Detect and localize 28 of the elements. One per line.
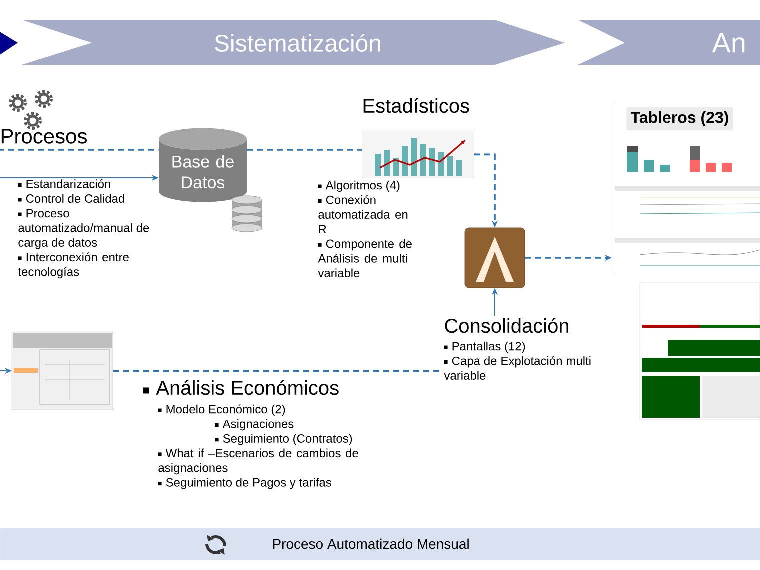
- bullet-item: Componente de Análisis de multi variable: [318, 239, 412, 278]
- bullet-item: Asignaciones: [215, 420, 294, 431]
- connector: [0, 149, 159, 151]
- bullet-item: Capa de Explotación multi variable: [444, 356, 591, 380]
- heading: Consolidación: [445, 318, 568, 334]
- bullet-item: What if –Escenarios de cambios de asignaciones: [158, 448, 358, 475]
- bullet-item: Proceso automatizado/manual de carga de datos: [18, 209, 150, 250]
- heading: Procesos: [2, 129, 87, 144]
- bullet-item: Interconexión entre tecnologías: [18, 252, 129, 279]
- banner: Proceso Automatizado Mensual: [0, 528, 760, 560]
- connector: [247, 149, 362, 151]
- heading: Análisis Económicos: [143, 380, 339, 396]
- bullet-item: Control de Calidad: [18, 194, 124, 204]
- bullet-item: Seguimiento de Pagos y tarifas: [158, 478, 332, 490]
- heading-box: Tableros (23): [626, 108, 734, 130]
- heading: Estadísticos: [364, 98, 470, 114]
- bullet-item: Pantallas (12): [444, 342, 526, 354]
- bullet-item: Algoritmos (4): [318, 180, 400, 192]
- connector: [113, 370, 442, 372]
- bullet-item: Estandarización: [18, 179, 110, 188]
- chevron-banner: Sistematización: [22, 20, 565, 65]
- database-cylinder: Base de Datos: [159, 128, 247, 202]
- tent-icon: [464, 228, 526, 288]
- bullet-item: Conexión automatizada en R: [318, 195, 408, 234]
- software-screenshot: [12, 332, 114, 410]
- chevron-banner: An: [578, 20, 760, 65]
- bullet-item: Modelo Económico (2): [158, 404, 286, 416]
- bullet-item: Seguimiento (Contratos): [215, 434, 352, 446]
